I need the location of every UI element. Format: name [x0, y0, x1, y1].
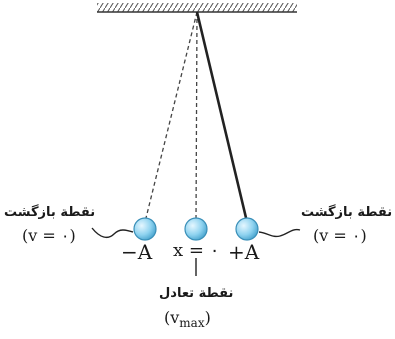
equilibrium-point-label: نقطة تعادل: [159, 286, 234, 301]
bob-center: [184, 217, 208, 241]
equilibrium-velocity-subscript: max: [179, 316, 205, 331]
bob-right: [235, 217, 259, 241]
turning-point-left-velocity: (v = ٠): [22, 226, 76, 245]
left-extreme-label: −A: [121, 240, 153, 264]
pointer-left: [91, 227, 134, 239]
pointer-right: [258, 228, 301, 238]
string-right-solid: [195, 11, 249, 223]
equilibrium-velocity-close: ): [204, 308, 211, 327]
right-extreme-label: +A: [228, 240, 260, 264]
string-left-dashed: [144, 11, 198, 223]
turning-point-right-velocity: (v = ٠): [313, 226, 367, 245]
turning-point-right-label: نقطة بازگشت: [301, 205, 393, 220]
string-center-dashed: [195, 11, 198, 223]
equilibrium-velocity: (vmax): [164, 308, 211, 331]
bob-left: [133, 217, 157, 241]
center-position-label: x = ٠: [173, 240, 220, 261]
equilibrium-velocity-symbol: (v: [164, 308, 180, 327]
turning-point-left-label: نقطة بازگشت: [4, 205, 96, 220]
ceiling-support: [97, 3, 297, 13]
